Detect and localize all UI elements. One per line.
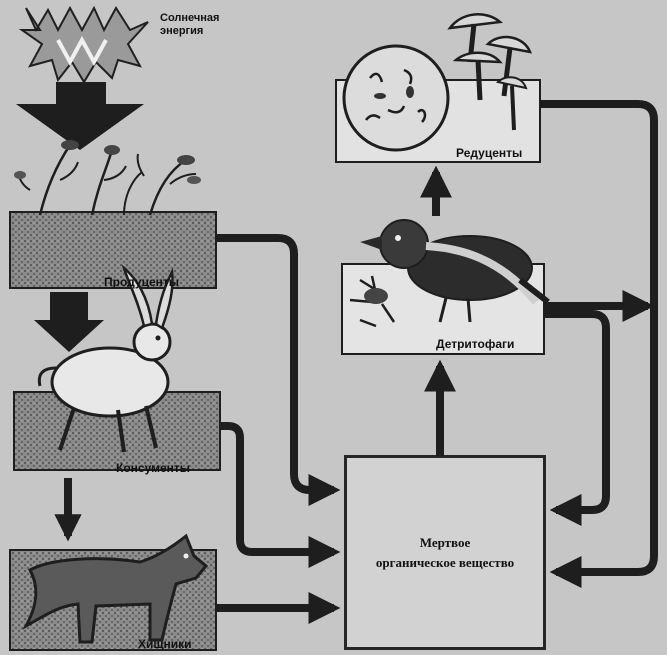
producers-plants-icon — [9, 140, 217, 289]
consumers-hare-icon — [13, 264, 221, 471]
reducers-label: Редуценты — [456, 146, 523, 160]
detritophages-crow-icon — [341, 219, 550, 355]
predators-label: Хищники — [138, 637, 192, 651]
sun-rays-icon — [18, 5, 149, 84]
detritophages-label: Детритофаги — [436, 337, 515, 351]
consumers-label: Консументы — [116, 461, 191, 475]
producers-label: Продуценты — [104, 275, 179, 289]
dead-organic-matter-box: Мертвое органическое вещество — [345, 456, 545, 649]
reducers-to-dead-matter-arrow — [540, 100, 658, 588]
producers-to-consumers-arrow — [34, 292, 104, 352]
sun-energy-label-line1: Солнечная — [160, 12, 220, 24]
sun-energy-arrow — [16, 82, 144, 150]
dead-matter-label-line2: органическое вещество — [375, 554, 515, 570]
consumers-to-dead-matter-arrow — [220, 422, 341, 568]
dead-matter-label-line1: Мертвое — [419, 535, 471, 550]
predators-wolf-icon — [9, 533, 217, 651]
producers-to-dead-matter-arrow — [216, 234, 341, 506]
sun-energy-label-line2: энергия — [160, 24, 204, 37]
sun-energy-label: Солнечная энергия — [160, 12, 260, 37]
reducers-mushrooms-icon — [335, 13, 541, 163]
detritophages-to-dead-matter-arrow — [544, 310, 610, 526]
